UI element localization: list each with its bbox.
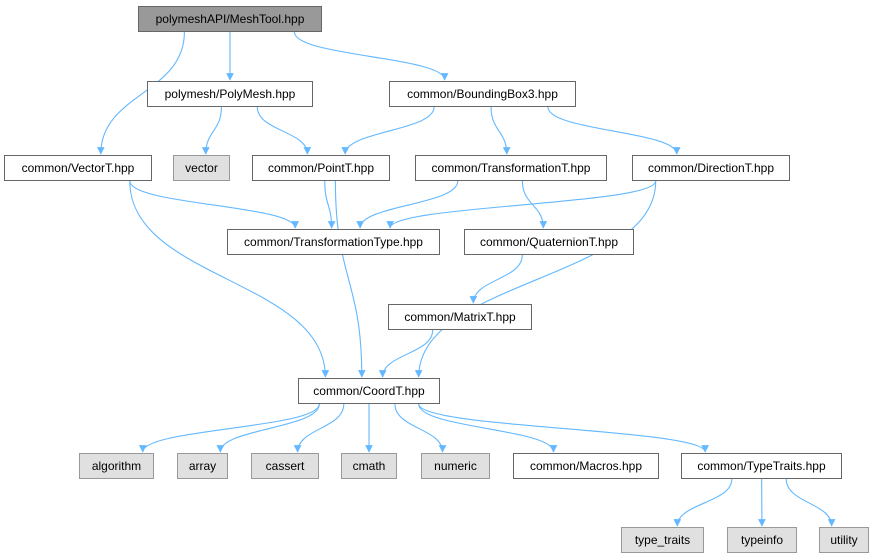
node-transformation-t-hpp[interactable]: common/TransformationT.hpp	[415, 155, 607, 181]
edge-vectorT-to-coord	[129, 180, 330, 378]
edge-coord-to-array	[216, 403, 320, 453]
node-coord-t-hpp[interactable]: common/CoordT.hpp	[298, 378, 440, 404]
edge-typetraits-to-utility	[785, 478, 836, 527]
edge-bbox-to-transT	[490, 106, 511, 155]
edge-coord-to-numeric	[394, 403, 447, 453]
node-transformation-type-hpp[interactable]: common/TransformationType.hpp	[227, 229, 440, 255]
node-direction-t-hpp[interactable]: common/DirectionT.hpp	[632, 155, 790, 181]
edge-coord-to-typetraits	[418, 403, 709, 453]
edge-root-to-vectorT	[96, 31, 185, 155]
edge-root-to-bbox	[293, 31, 449, 81]
node-utility: utility	[819, 527, 869, 553]
edge-pointT-to-coord	[334, 180, 366, 378]
edge-vectorT-to-transType	[129, 180, 299, 229]
edge-coord-to-macros	[418, 403, 558, 453]
node-cassert: cassert	[251, 453, 319, 479]
edge-polymesh-to-vector	[201, 106, 222, 155]
edge-typetraits-to-type_traits	[673, 478, 733, 527]
node-vector-t-hpp[interactable]: common/VectorT.hpp	[4, 155, 152, 181]
node-bounding-box3-hpp[interactable]: common/BoundingBox3.hpp	[389, 81, 576, 107]
edge-pointT-to-transType	[324, 180, 336, 229]
node-macros-hpp[interactable]: common/Macros.hpp	[513, 453, 659, 479]
edge-matrix-to-coord	[378, 329, 434, 378]
edge-polymesh-to-pointT	[256, 106, 312, 155]
edge-bbox-to-pointT	[341, 106, 435, 155]
node-algorithm: algorithm	[79, 453, 154, 479]
node-numeric: numeric	[421, 453, 490, 479]
node-cmath: cmath	[341, 453, 397, 479]
edge-dirT-to-transType	[386, 180, 657, 229]
edge-transT-to-transType	[356, 180, 459, 229]
edge-coord-to-cassert	[293, 403, 345, 453]
node-poly-mesh-hpp[interactable]: polymesh/PolyMesh.hpp	[147, 81, 313, 107]
node-vector: vector	[173, 155, 230, 181]
edge-quat-to-matrix	[469, 254, 523, 304]
node-array: array	[177, 453, 228, 479]
edge-dirT-to-coord	[414, 180, 657, 378]
node-point-t-hpp[interactable]: common/PointT.hpp	[252, 155, 390, 181]
node-typeinfo: typeinfo	[727, 527, 797, 553]
node-type-traits-hpp[interactable]: common/TypeTraits.hpp	[681, 453, 842, 479]
edge-bbox-to-dirT	[547, 106, 681, 155]
node-type-traits: type_traits	[621, 527, 704, 553]
node-mesh-tool-hpp: polymeshAPI/MeshTool.hpp	[138, 6, 322, 32]
node-matrix-t-hpp[interactable]: common/MatrixT.hpp	[388, 304, 532, 330]
node-quaternion-t-hpp[interactable]: common/QuaternionT.hpp	[464, 229, 634, 255]
edge-coord-to-algorithm	[138, 403, 320, 453]
edge-transT-to-quat	[521, 180, 548, 229]
